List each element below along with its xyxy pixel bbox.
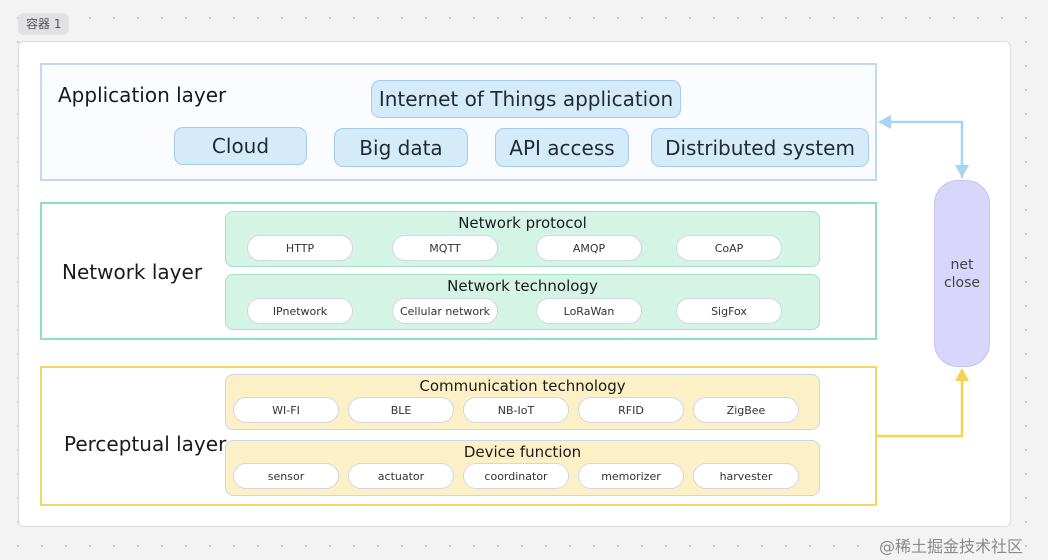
chip-coordinator[interactable]: coordinator xyxy=(463,463,569,489)
chip-ble[interactable]: BLE xyxy=(348,397,454,423)
watermark: @稀土掘金技术社区 xyxy=(879,537,1024,556)
net-close-line2: close xyxy=(943,274,981,291)
device-function-title: Device function xyxy=(463,443,582,461)
chip-harvester[interactable]: harvester xyxy=(693,463,799,489)
chip-wifi[interactable]: WI-FI xyxy=(233,397,339,423)
chip-memorizer[interactable]: memorizer xyxy=(578,463,684,489)
api-access-box[interactable]: API access xyxy=(495,128,629,167)
perceptual-layer-title: Perceptual layer xyxy=(64,432,227,456)
big-data-box[interactable]: Big data xyxy=(334,128,468,167)
chip-nb-iot[interactable]: NB-IoT xyxy=(463,397,569,423)
network-technology-title: Network technology xyxy=(447,277,598,295)
chip-ipnetwork[interactable]: IPnetwork xyxy=(247,298,353,324)
network-protocol-title: Network protocol xyxy=(458,214,587,232)
chip-actuator[interactable]: actuator xyxy=(348,463,454,489)
chip-coap[interactable]: CoAP xyxy=(676,235,782,261)
chip-lorawan[interactable]: LoRaWan xyxy=(536,298,642,324)
container-tag[interactable]: 容器 1 xyxy=(18,13,70,35)
chip-sigfox[interactable]: SigFox xyxy=(676,298,782,324)
chip-rfid[interactable]: RFID xyxy=(578,397,684,423)
chip-cellular-network[interactable]: Cellular network xyxy=(392,298,498,324)
net-close-node[interactable]: net close xyxy=(934,180,990,367)
chip-sensor[interactable]: sensor xyxy=(233,463,339,489)
chip-zigbee[interactable]: ZigBee xyxy=(693,397,799,423)
net-close-line1: net xyxy=(950,256,974,273)
distributed-system-box[interactable]: Distributed system xyxy=(651,128,869,167)
chip-amqp[interactable]: AMQP xyxy=(536,235,642,261)
chip-http[interactable]: HTTP xyxy=(247,235,353,261)
communication-technology-title: Communication technology xyxy=(419,377,626,395)
application-layer-title: Application layer xyxy=(58,83,227,107)
cloud-box[interactable]: Cloud xyxy=(174,127,307,165)
network-layer-title: Network layer xyxy=(62,260,203,284)
chip-mqtt[interactable]: MQTT xyxy=(392,235,498,261)
iot-application-box[interactable]: Internet of Things application xyxy=(371,80,681,118)
